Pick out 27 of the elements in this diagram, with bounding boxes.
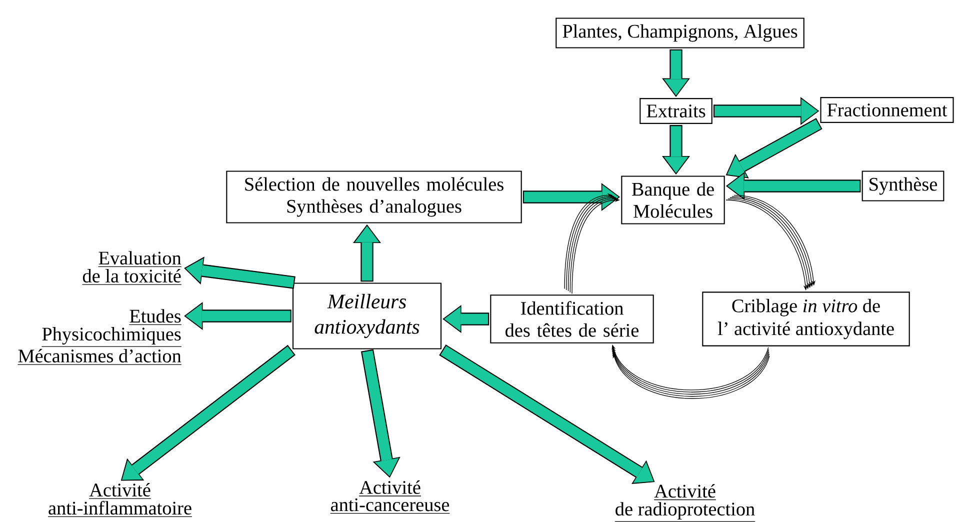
process-box: Sélection de nouvelles molécules Synthèses d’analogues — [226, 170, 522, 224]
underlined-text: Activité anti-inflammatoire — [48, 483, 192, 518]
process-box: Plantes, Champignons, Algues — [556, 18, 804, 48]
result-box: Meilleurs antioxydants — [292, 282, 442, 350]
arrow — [184, 256, 296, 289]
arrow — [120, 344, 296, 481]
process-box: Banque de Molécules — [621, 176, 725, 224]
arrow — [353, 224, 381, 282]
arrow — [726, 118, 822, 178]
arrow — [726, 172, 861, 200]
arrow — [439, 344, 655, 484]
arrow — [662, 49, 690, 97]
process-box: Extraits — [640, 98, 712, 124]
arrow — [713, 97, 820, 125]
arrow — [442, 305, 490, 333]
arrow — [184, 302, 292, 330]
arrow — [662, 125, 690, 175]
underlined-text: Etudes Physicochimiques Mécanismes d’action — [17, 309, 182, 365]
process-box: Fractionnement — [820, 97, 954, 123]
arrow — [522, 183, 620, 211]
arrow — [360, 349, 400, 478]
underlined-text: Activité anti-cancereuse — [330, 480, 450, 514]
underlined-text: Activité de radioprotection — [614, 484, 756, 522]
process-box: Identification des têtes de série — [490, 294, 654, 344]
process-box: Criblage in vitro de l’ activité antioxydante — [702, 292, 910, 346]
underlined-text: Evaluation de la toxicité — [82, 251, 182, 285]
process-box: Synthèse — [862, 170, 944, 202]
